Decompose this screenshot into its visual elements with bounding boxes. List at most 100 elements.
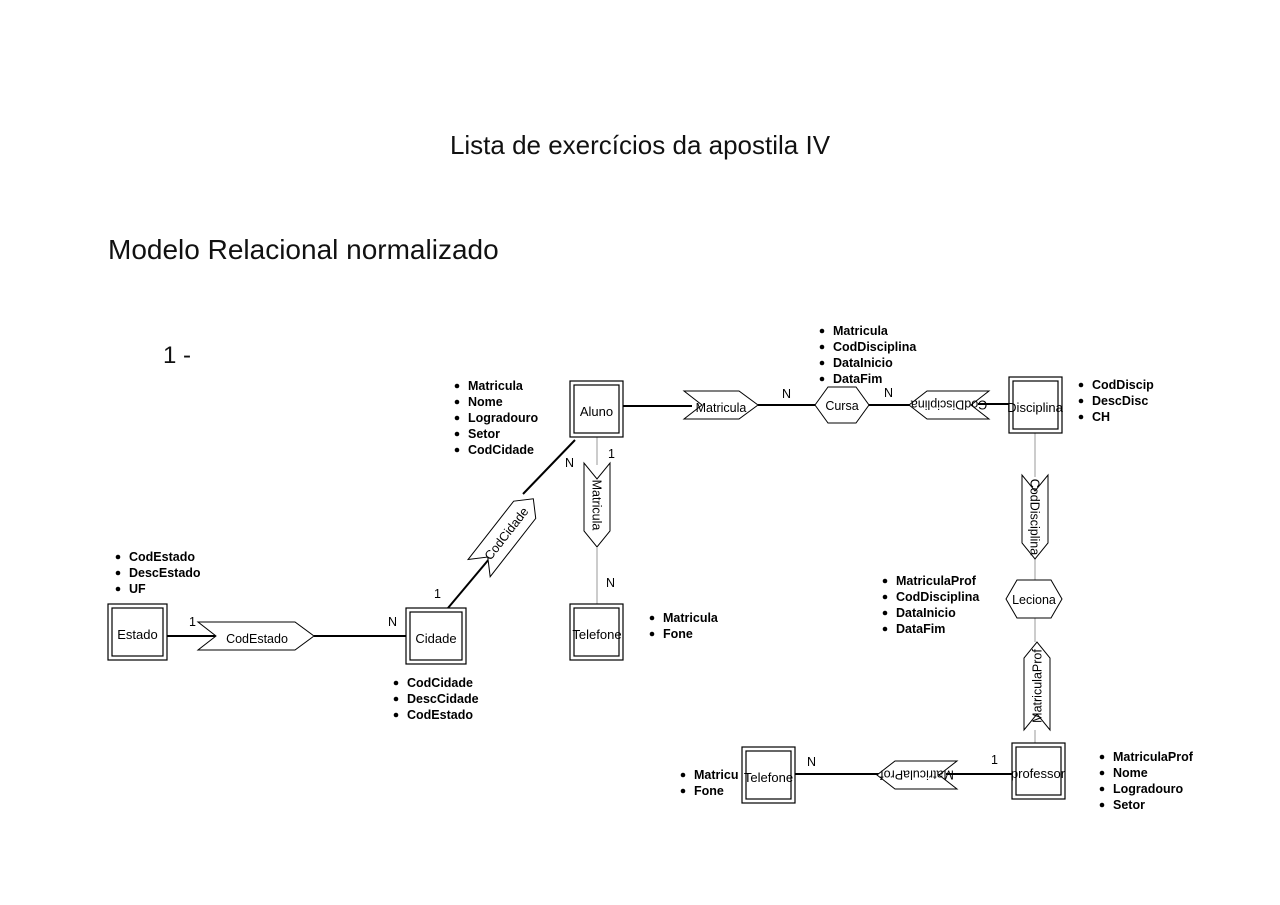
attribute-item: Matricula <box>833 324 889 338</box>
attribute-item: Nome <box>468 395 503 409</box>
rel-coddisciplina-top: CodDisciplina <box>908 390 991 420</box>
bullet-icon <box>819 344 825 350</box>
attribute-item: Matricula <box>468 379 524 393</box>
attribute-item: DataInicio <box>833 356 893 370</box>
rel-matriculaprof-telefone-label: MatriculaProf <box>880 768 954 782</box>
bullet-icon <box>393 712 399 718</box>
line-codcidade-aluno <box>522 439 576 495</box>
card-cidade-codestado: N <box>388 615 397 629</box>
bullet-icon <box>454 399 460 405</box>
rel-leciona-label: Leciona <box>1012 593 1056 607</box>
card-cursa-left: N <box>782 387 791 401</box>
entity-telefone-prof-label: Telefone <box>744 770 793 785</box>
bullet-icon <box>454 447 460 453</box>
rel-leciona: Leciona <box>1005 579 1063 619</box>
bullet-icon <box>1099 786 1105 792</box>
card-aluno-matricula: 1 <box>608 447 615 461</box>
attribute-item: CodEstado <box>129 550 195 564</box>
bullet-icon <box>1099 754 1105 760</box>
attribute-item: Logradouro <box>1113 782 1183 796</box>
attribute-item: Setor <box>1113 798 1145 812</box>
exercise-number: 1 - <box>163 342 192 369</box>
card-cursa-right: N <box>884 386 893 400</box>
rel-cursa-label: Cursa <box>825 399 858 413</box>
attribute-item: Logradouro <box>468 411 538 425</box>
attribute-item: CodDisciplina <box>833 340 917 354</box>
attribute-item: DescEstado <box>129 566 201 580</box>
entity-aluno-label: Aluno <box>580 404 613 419</box>
attribute-item: DataInicio <box>896 606 956 620</box>
entity-cidade-label: Cidade <box>415 631 456 646</box>
rel-matricula-curso: Matricula <box>682 390 759 420</box>
rel-matricula-curso-label: Matricula <box>696 401 747 415</box>
bullet-icon <box>115 554 121 560</box>
bullet-icon <box>882 626 888 632</box>
rel-codestado-label: CodEstado <box>226 632 288 646</box>
entity-estado: Estado <box>107 603 168 661</box>
attribute-item: MatriculaProf <box>896 574 977 588</box>
rel-codcidade: CodCidade <box>466 498 537 578</box>
rel-coddisciplina-leciona: CodDisciplina <box>1021 473 1049 560</box>
attribute-item: CodDiscip <box>1092 378 1154 392</box>
attribute-item: Fone <box>694 784 724 798</box>
bullet-icon <box>393 696 399 702</box>
bullet-icon <box>819 376 825 382</box>
bullet-icon <box>1099 770 1105 776</box>
entity-disciplina: Disciplina <box>1007 376 1064 434</box>
bullet-icon <box>819 360 825 366</box>
bullet-icon <box>819 328 825 334</box>
connection-lines <box>167 403 1036 775</box>
card-telprof-n: N <box>807 755 816 769</box>
entity-disciplina-label: Disciplina <box>1007 400 1063 415</box>
rel-codestado: CodEstado <box>196 621 315 651</box>
bullet-icon <box>1078 398 1084 404</box>
bullet-icon <box>393 680 399 686</box>
entity-cidade: Cidade <box>405 607 467 665</box>
bullet-icon <box>115 586 121 592</box>
cardinalities: 1 N 1 N 1 N N N N 1 <box>189 386 998 769</box>
entity-professor: professor <box>1011 742 1066 800</box>
attribute-item: Setor <box>468 427 500 441</box>
card-telefone-matricula: N <box>606 576 615 590</box>
rel-coddisciplina-top-label: CodDisciplina <box>911 398 987 412</box>
attribute-item: CodCidade <box>407 676 473 690</box>
rel-coddisciplina-leciona-label: CodDisciplina <box>1028 479 1042 555</box>
entity-professor-label: professor <box>1011 766 1066 781</box>
card-cidade-codcidade: 1 <box>434 587 441 601</box>
rel-matriculaprof-telefone: MatriculaProf <box>876 760 959 790</box>
attribute-item: CodCidade <box>468 443 534 457</box>
bullet-icon <box>680 772 686 778</box>
bullet-icon <box>882 578 888 584</box>
entity-aluno: Aluno <box>569 380 624 438</box>
attribute-item: DataFim <box>833 372 882 386</box>
entity-telefone-aluno-label: Telefone <box>572 627 621 642</box>
section-title: Modelo Relacional normalizado <box>108 234 499 265</box>
bullet-icon <box>454 431 460 437</box>
bullet-icon <box>454 415 460 421</box>
rel-matriculaprof-vertical: MatriculaProf <box>1023 641 1051 732</box>
attribute-item: CodEstado <box>407 708 473 722</box>
attribute-item: Fone <box>663 627 693 641</box>
entity-telefone-aluno: Telefone <box>569 603 624 661</box>
attribute-item: UF <box>129 582 146 596</box>
page-title: Lista de exercícios da apostila IV <box>449 130 831 160</box>
rel-cursa: Cursa <box>814 386 870 424</box>
card-prof-1: 1 <box>991 753 998 767</box>
attribute-item: DescCidade <box>407 692 479 706</box>
rel-matricula-telefone: Matricula <box>583 461 611 548</box>
bullet-icon <box>649 631 655 637</box>
attribute-item: Matricula <box>663 611 719 625</box>
attribute-item: Nome <box>1113 766 1148 780</box>
entity-estado-label: Estado <box>117 627 157 642</box>
bullet-icon <box>1078 382 1084 388</box>
